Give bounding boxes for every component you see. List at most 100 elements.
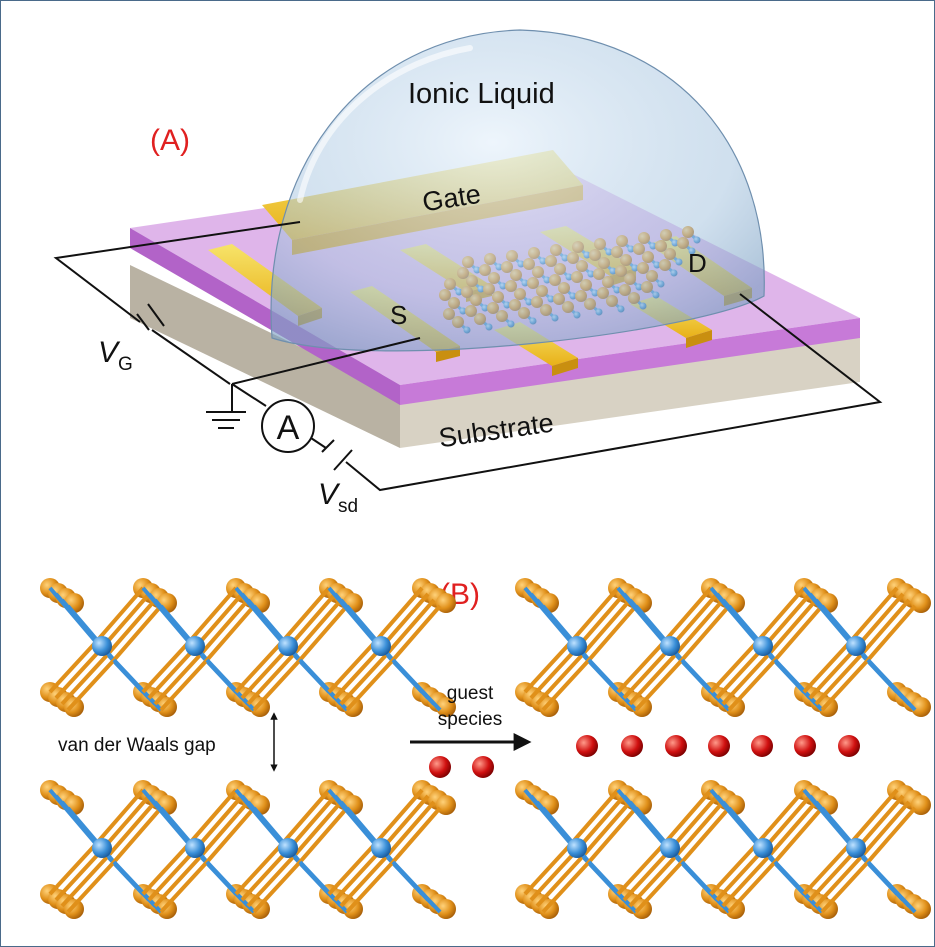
metal-atom <box>278 838 298 858</box>
chalcogen-atom <box>632 899 652 919</box>
bond <box>715 646 765 700</box>
ionic-liquid-label: Ionic Liquid <box>408 78 555 110</box>
bond <box>60 652 110 706</box>
bond <box>674 598 725 656</box>
bond <box>622 848 672 902</box>
metal-atom <box>753 838 773 858</box>
bond <box>535 652 585 706</box>
metal-atom <box>185 838 205 858</box>
bond <box>575 794 626 852</box>
bond <box>234 842 284 896</box>
metal-atom <box>660 838 680 858</box>
bond <box>820 860 870 914</box>
metal-atom <box>846 838 866 858</box>
bond <box>94 788 145 846</box>
chalcogen-atom <box>911 593 931 613</box>
bond <box>866 604 917 662</box>
bond <box>48 640 98 694</box>
bond <box>193 794 244 852</box>
bond <box>159 658 209 712</box>
ammeter: A <box>261 399 315 453</box>
guest-atom <box>838 735 860 757</box>
bond <box>569 586 620 644</box>
bond <box>628 652 678 706</box>
chalcogen-atom <box>343 697 363 717</box>
guest-atom <box>621 735 643 757</box>
vg-subscript: G <box>118 354 133 375</box>
bond <box>616 842 666 896</box>
bond <box>54 848 104 902</box>
bond <box>205 860 256 914</box>
bond <box>298 658 349 712</box>
bond <box>814 854 864 908</box>
bond <box>147 646 197 700</box>
bond <box>535 854 585 908</box>
bond <box>755 788 806 846</box>
dome-highlight <box>297 45 473 203</box>
crystal-layer <box>515 578 931 717</box>
panel-b: (B) van der Waals gap guest species <box>40 578 931 919</box>
bond <box>240 848 290 902</box>
bond <box>199 598 250 656</box>
chalcogen-atom <box>250 697 270 717</box>
crystal-layer <box>40 578 456 717</box>
bond <box>159 860 209 914</box>
chalcogen-atom <box>64 899 84 919</box>
bond <box>345 658 395 712</box>
bond <box>205 658 256 712</box>
guest-atom <box>429 756 451 778</box>
chalcogen-atom <box>157 899 177 919</box>
guest-atom <box>794 735 816 757</box>
bond <box>391 806 442 864</box>
bond <box>339 854 389 908</box>
bond <box>385 598 436 656</box>
metal-atom <box>371 636 391 656</box>
bond <box>721 854 771 908</box>
bond <box>587 604 638 662</box>
bond <box>345 860 395 914</box>
bond <box>866 860 917 914</box>
chalcogen-atom <box>436 795 456 815</box>
bond <box>808 646 858 700</box>
bond <box>848 788 899 846</box>
bond <box>680 806 731 864</box>
vg-label: V <box>98 336 121 369</box>
bond <box>339 652 389 706</box>
bond <box>153 652 203 706</box>
chalcogen-atom <box>818 697 838 717</box>
bond <box>773 658 824 712</box>
bond <box>187 586 238 644</box>
ground-icon <box>206 411 246 429</box>
guest-label-line2: species <box>438 709 502 730</box>
bond <box>234 640 284 694</box>
bond <box>327 640 377 694</box>
metal-atom <box>185 636 205 656</box>
bond <box>280 788 331 846</box>
bond <box>581 800 632 858</box>
bond <box>523 842 573 896</box>
bond <box>802 640 852 694</box>
bond <box>808 848 858 902</box>
bond <box>385 800 436 858</box>
metal-atom <box>753 636 773 656</box>
metal-atom <box>567 838 587 858</box>
metal-atom <box>92 636 112 656</box>
bond <box>333 848 383 902</box>
bond <box>616 640 666 694</box>
bond <box>727 658 777 712</box>
chalcogen-atom <box>343 899 363 919</box>
bond <box>286 794 337 852</box>
source-label: S <box>390 300 407 330</box>
bond <box>94 586 145 644</box>
metal-atom <box>660 636 680 656</box>
bond <box>680 658 731 712</box>
guest-atom <box>751 735 773 757</box>
bond <box>668 592 719 650</box>
bond <box>662 788 713 846</box>
bond <box>581 598 632 656</box>
bond <box>141 640 191 694</box>
guest-atom <box>576 735 598 757</box>
bond <box>391 658 442 712</box>
bond <box>866 658 917 712</box>
bond <box>529 646 579 700</box>
